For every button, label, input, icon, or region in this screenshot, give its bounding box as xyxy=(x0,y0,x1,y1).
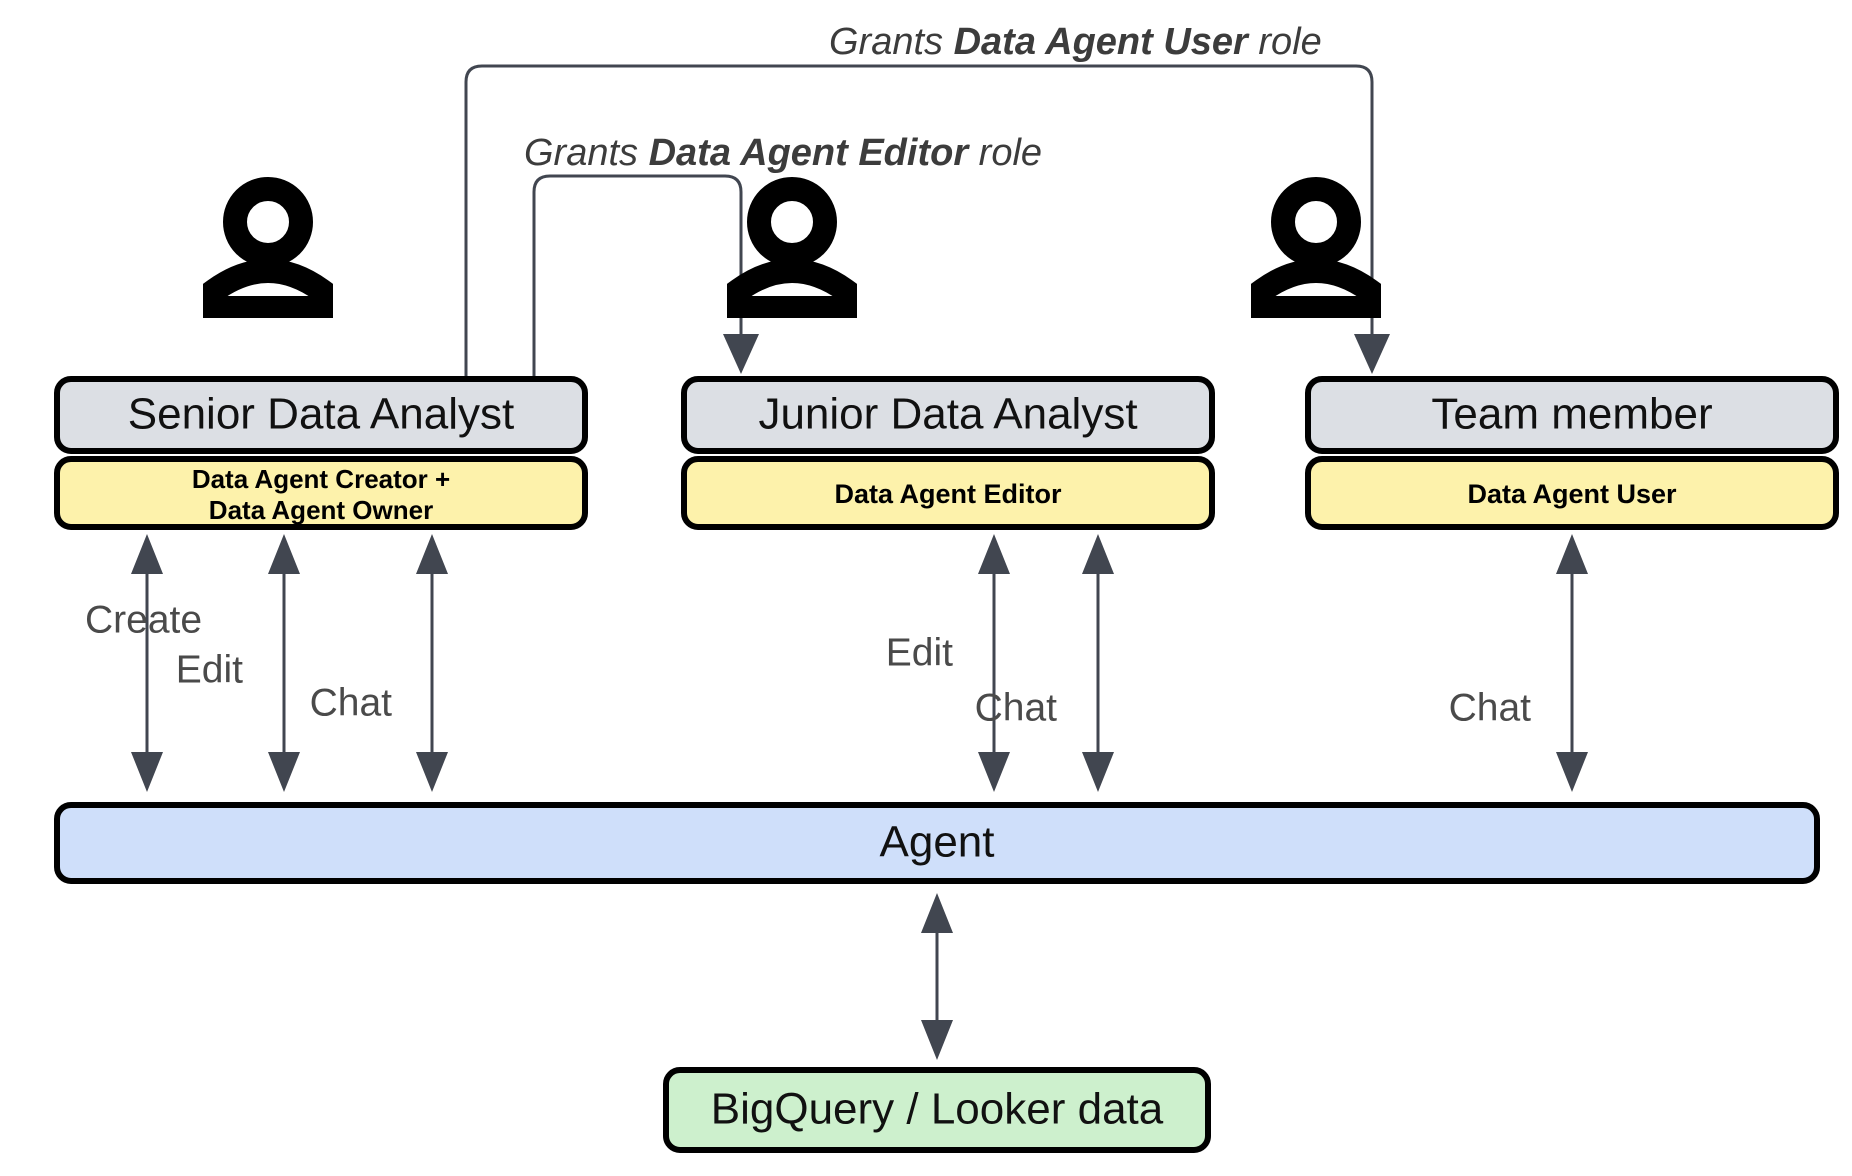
persona-role-junior xyxy=(681,456,1215,530)
person-icon-senior xyxy=(203,177,333,318)
agent-bar-rect xyxy=(54,802,1820,884)
edge-chat-team-member xyxy=(1556,534,1588,792)
persona-card-senior-data-analyst[interactable]: Senior Data Analyst Data Agent Creator +… xyxy=(54,376,588,530)
data-source-label: BigQuery / Looker data xyxy=(711,1085,1164,1134)
agent-bar[interactable]: Agent xyxy=(54,802,1820,884)
data-source-box[interactable]: BigQuery / Looker data xyxy=(663,1067,1211,1153)
edge-label-create: Create xyxy=(85,598,202,641)
persona-card-junior-data-analyst[interactable]: Junior Data Analyst Data Agent Editor xyxy=(681,376,1215,530)
persona-role-junior-line1: Data Agent Editor xyxy=(834,479,1062,509)
grant-editor-role: Data Agent Editor xyxy=(649,132,971,174)
grant-editor-suffix: role xyxy=(968,132,1042,174)
persona-header-team-member xyxy=(1305,376,1839,454)
persona-role-team-member-line1: Data Agent User xyxy=(1467,479,1677,509)
edge-edit-junior xyxy=(978,534,1010,792)
edge-label-chat-senior: Chat xyxy=(310,681,393,724)
grant-user-suffix: role xyxy=(1248,21,1322,63)
persona-role-senior xyxy=(54,456,588,530)
edge-create xyxy=(131,534,163,792)
persona-header-junior xyxy=(681,376,1215,454)
persona-title-team-member: Team member xyxy=(1431,390,1712,439)
agent-bar-label: Agent xyxy=(880,818,995,867)
edge-agent-data xyxy=(921,893,953,1060)
persona-role-senior-line2: Data Agent Owner xyxy=(209,495,433,525)
persona-card-team-member[interactable]: Team member Data Agent User xyxy=(1305,376,1839,530)
data-source-rect xyxy=(663,1067,1211,1153)
edge-label-edit-senior: Edit xyxy=(176,648,243,691)
person-icon-junior xyxy=(727,177,857,318)
edge-chat-junior xyxy=(1082,534,1114,792)
grant-user-label: Grants Data Agent User role xyxy=(829,21,1322,63)
grant-editor-prefix: Grants xyxy=(524,132,649,174)
persona-title-senior: Senior Data Analyst xyxy=(128,390,514,439)
grant-user-prefix: Grants xyxy=(829,21,954,63)
grant-user-connector xyxy=(464,64,1390,390)
persona-role-senior-line1: Data Agent Creator + xyxy=(192,464,450,494)
edge-chat-senior xyxy=(416,534,448,792)
edge-label-chat-team-member: Chat xyxy=(1449,686,1532,729)
persona-title-junior: Junior Data Analyst xyxy=(758,390,1137,439)
edge-label-edit-junior: Edit xyxy=(886,631,953,674)
edge-edit-senior xyxy=(268,534,300,792)
grant-user-role: Data Agent User xyxy=(954,21,1250,63)
edge-label-chat-junior: Chat xyxy=(975,686,1058,729)
persona-role-team-member xyxy=(1305,456,1839,530)
person-icon-team-member xyxy=(1251,177,1381,318)
grant-editor-label: Grants Data Agent Editor role xyxy=(524,132,1042,174)
persona-header-senior xyxy=(54,376,588,454)
grant-editor-connector xyxy=(532,174,759,390)
